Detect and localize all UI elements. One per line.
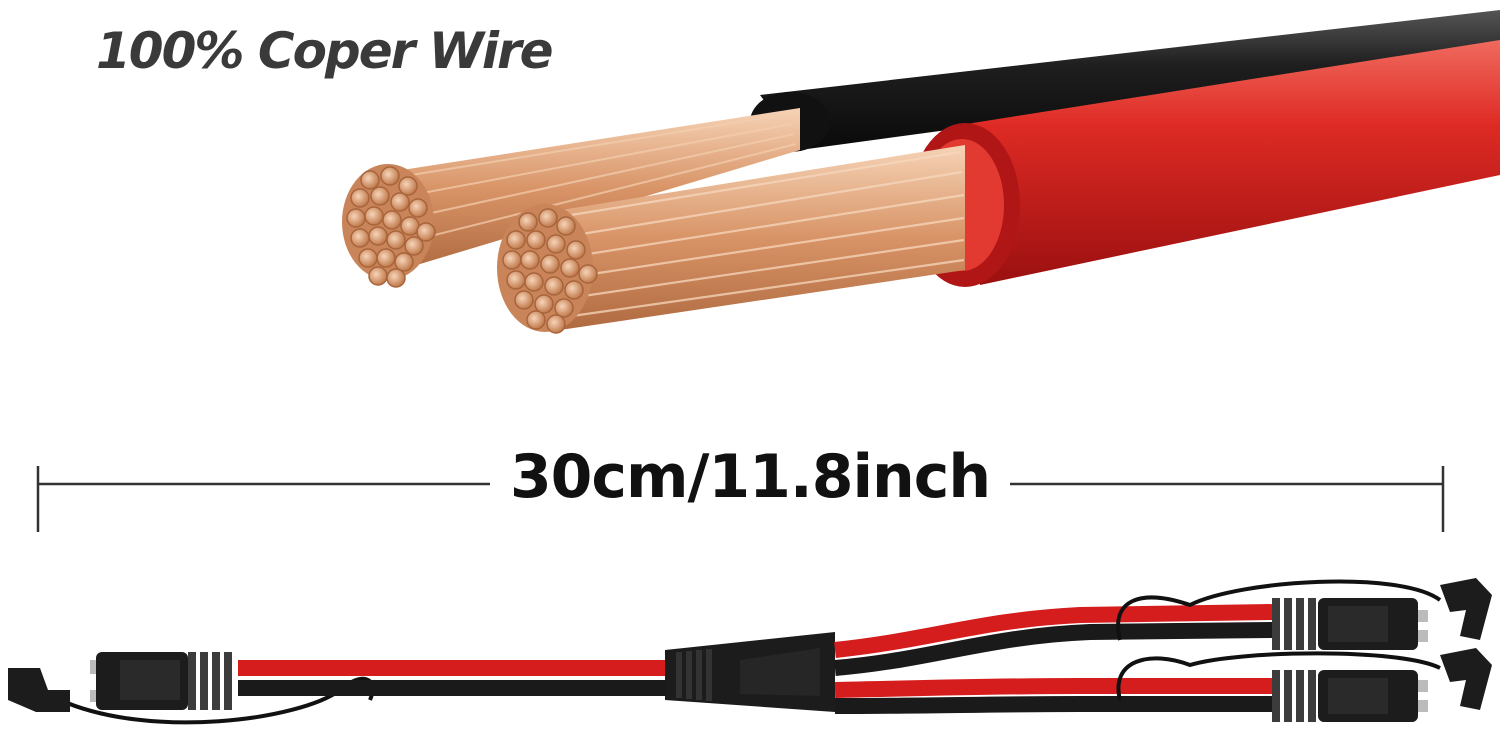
sae-connector-upper-right — [1272, 578, 1492, 650]
headline-text: 100% Coper Wire — [96, 22, 554, 80]
sae-connector-left — [90, 652, 232, 710]
strand-end-black — [342, 164, 436, 288]
copper-wire-closeup — [342, 10, 1500, 334]
sae-connector-lower-right — [1272, 648, 1492, 722]
dimension-label: 30cm/11.8inch — [490, 442, 1010, 512]
splitter-junction — [665, 632, 835, 712]
sae-y-splitter-cable — [8, 578, 1492, 725]
strand-end-red — [497, 204, 598, 334]
